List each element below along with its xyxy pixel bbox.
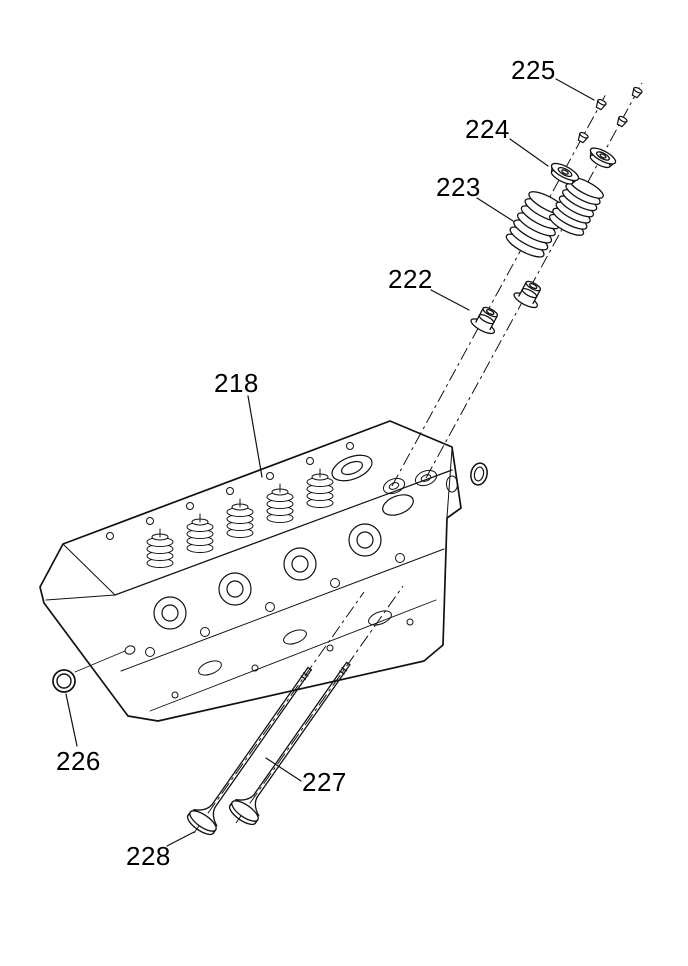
centerline-valve-b xyxy=(235,585,404,824)
head-chamber-openings xyxy=(331,454,414,516)
leader-line-222 xyxy=(430,289,470,311)
leader-line-226 xyxy=(65,693,78,747)
head-ledge-line xyxy=(120,548,445,672)
valve xyxy=(186,666,312,836)
callout-label-227: 227 xyxy=(302,767,347,797)
valve-stem xyxy=(253,661,351,799)
leader-line-228 xyxy=(166,831,195,847)
head-spring-seats xyxy=(382,469,438,495)
callout-label-218: 218 xyxy=(214,368,259,398)
valve-head xyxy=(231,800,259,822)
valve xyxy=(228,661,351,826)
leader-line-224 xyxy=(509,138,549,167)
valve-keeper xyxy=(616,115,628,128)
leader-lines xyxy=(65,78,595,847)
valves xyxy=(186,661,351,836)
leader-line-227 xyxy=(265,757,302,782)
head-oring-hole xyxy=(124,645,136,655)
centerline-valvetrain-a xyxy=(391,93,607,487)
centerlines xyxy=(193,82,643,834)
valve-stem-seals xyxy=(470,280,542,335)
head-right-end-edge xyxy=(446,448,453,518)
valve-head xyxy=(189,810,217,832)
centerline-valvetrain-b xyxy=(425,82,643,479)
valve-spring-retainer xyxy=(550,162,580,185)
leader-line-225 xyxy=(555,78,595,101)
head-top-edge xyxy=(114,469,453,596)
cylinder-head-drawing xyxy=(39,420,462,722)
head-front-bolt-holes xyxy=(145,553,405,657)
valve-spring xyxy=(548,176,604,236)
head-left-end-edges xyxy=(45,543,116,601)
leader-line-223 xyxy=(476,197,514,222)
centerline-valve-a xyxy=(193,591,365,834)
callout-label-222: 222 xyxy=(388,264,433,294)
o-ring-seal xyxy=(52,669,76,693)
spring-retainers xyxy=(550,147,617,185)
head-front-ports xyxy=(153,523,382,630)
head-flange-bosses xyxy=(171,610,414,699)
callout-label-224: 224 xyxy=(465,114,510,144)
valve-spring-retainer xyxy=(589,147,617,169)
valve-stem-seal xyxy=(513,280,542,309)
valve-stem xyxy=(211,666,312,809)
valve-keepers xyxy=(577,86,643,144)
oring-locating-line xyxy=(74,650,126,673)
valve-springs xyxy=(505,176,604,258)
head-flange-line xyxy=(149,599,437,712)
head-right-port xyxy=(446,475,458,493)
valve-stem-seal xyxy=(470,306,499,335)
valve-keeper xyxy=(631,86,643,99)
valve-keeper xyxy=(595,98,607,111)
callout-label-228: 228 xyxy=(126,841,171,871)
head-deck-bolt-holes xyxy=(106,442,354,540)
valve-seal-loose xyxy=(470,462,488,486)
callout-label-226: 226 xyxy=(56,746,101,776)
head-installed-springs xyxy=(146,468,334,568)
callout-label-223: 223 xyxy=(436,172,481,202)
head-silhouette xyxy=(39,420,462,722)
leader-line-218 xyxy=(247,395,263,478)
valve-keeper xyxy=(577,131,589,144)
callout-label-225: 225 xyxy=(511,55,556,85)
